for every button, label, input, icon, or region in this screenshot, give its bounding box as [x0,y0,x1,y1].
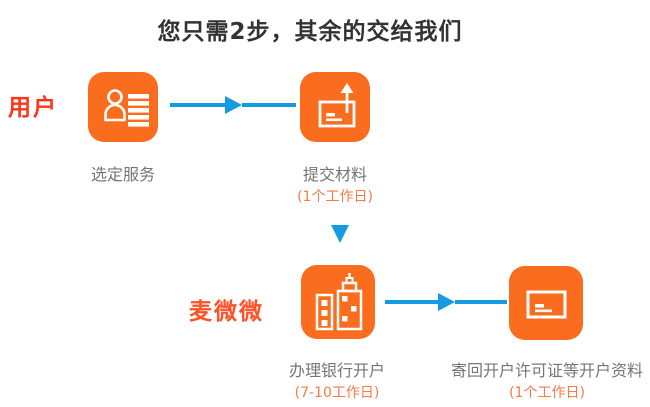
actor-label-user: 用户 [8,95,58,121]
duration-bank-account: (7-10工作日) [294,385,380,401]
step-label-select-service: 选定服务 [90,165,155,184]
user-service-list-icon [104,89,149,127]
step-mail-back-tile [509,266,583,340]
duration-mail-back: (1个工作日) [509,385,585,401]
step-label-mail-back: 寄回开户许可证等开户资料 [450,361,643,380]
page-title: 您只需2步，其余的交给我们 [157,19,463,45]
step-bank-account-tile [301,265,375,339]
mail-back-documents-icon [526,290,567,319]
step-label-submit-materials: 提交材料 [302,165,367,184]
actor-label-maiweiwei: 麦微微 [189,299,264,325]
submit-materials-upload-icon [318,83,356,128]
bank-buildings-icon [315,273,363,331]
step-label-bank-account: 办理银行开户 [288,361,385,380]
arrow-down-icon [331,225,349,243]
step-submit-materials-tile [300,72,370,142]
arrow-right-icon [170,96,296,114]
duration-submit-materials: (1个工作日) [297,189,373,205]
arrow-right-icon [385,293,507,311]
step-select-service-tile [88,72,158,142]
